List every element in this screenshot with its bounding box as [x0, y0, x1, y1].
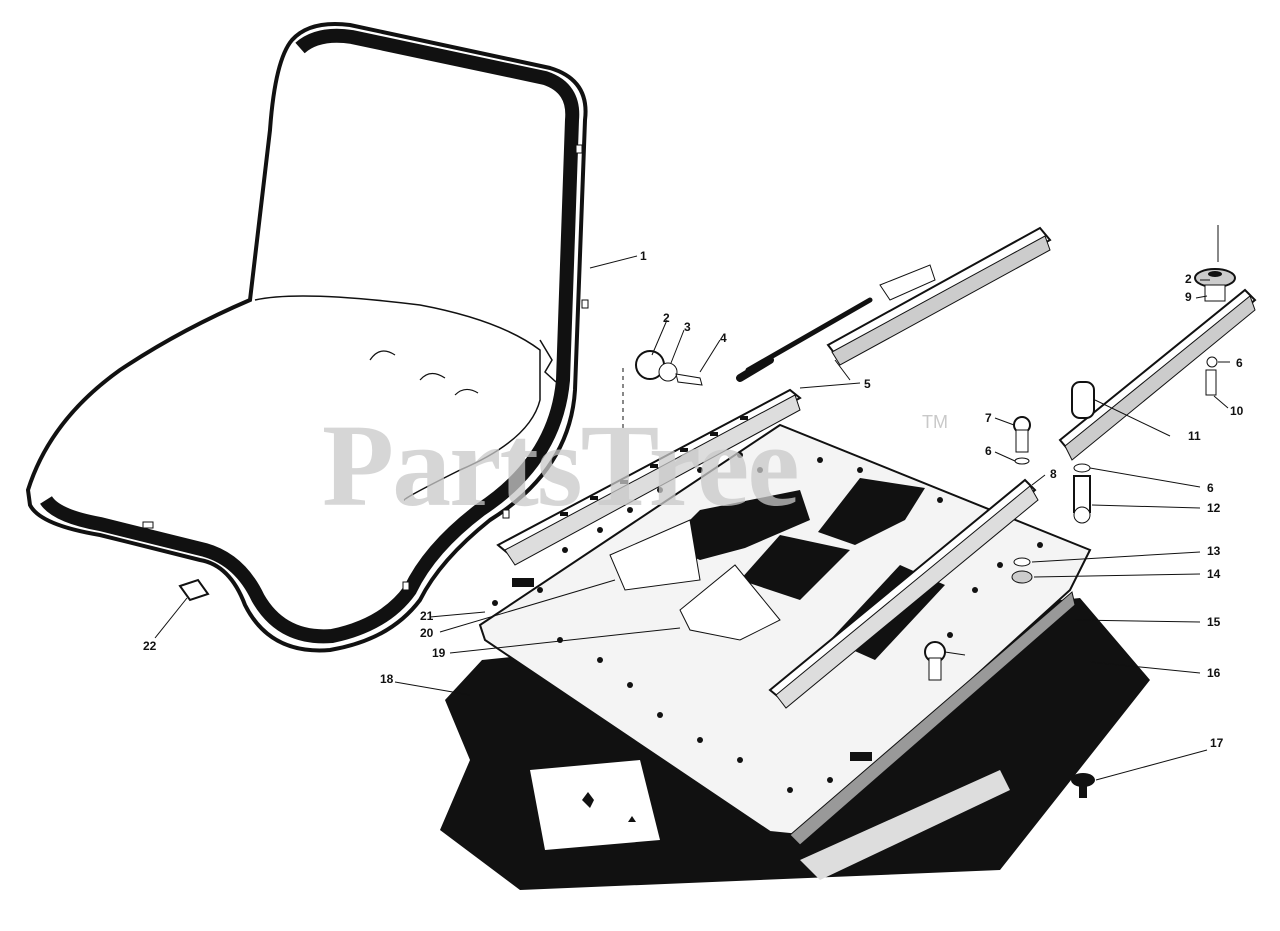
callout-10: 10 [1230, 404, 1244, 418]
callout-7: 7 [985, 411, 992, 425]
plate-slot [512, 578, 534, 587]
knob-17 [1071, 773, 1095, 787]
callout-9: 9 [1185, 290, 1192, 304]
clip-22 [178, 578, 210, 602]
callout-6-top: 6 [1236, 356, 1243, 370]
spacer-11 [1071, 381, 1095, 419]
callout-11: 11 [1188, 429, 1201, 443]
watermark-text: PartsTree [322, 400, 798, 531]
callout-14: 14 [1207, 567, 1221, 581]
leader-lines [154, 255, 1230, 781]
bracket-20 [609, 519, 701, 591]
lock-washer-3 [658, 362, 678, 382]
hardware [178, 225, 1236, 798]
callout-1: 1 [640, 249, 647, 263]
callout-13: 13 [1207, 544, 1221, 558]
plate-cutout [740, 535, 850, 600]
callout-3: 3 [684, 320, 691, 334]
callout-4: 4 [720, 331, 727, 345]
callout-2: 2 [663, 311, 670, 325]
callout-2-right: 2 [1185, 272, 1192, 286]
callouts: 1 2 3 4 5 2 9 6 10 11 7 6 8 6 12 13 14 1… [143, 249, 1244, 750]
bolt-4 [675, 373, 703, 386]
plate-cutout [818, 478, 925, 545]
pad-label-panel [530, 760, 660, 850]
callout-8: 8 [1050, 467, 1057, 481]
callout-22: 22 [143, 639, 157, 653]
pad-emblem [582, 792, 594, 808]
callout-16: 16 [1207, 666, 1221, 680]
callout-20: 20 [420, 626, 434, 640]
watermark-tm: TM [922, 412, 948, 432]
bracket-19 [679, 564, 781, 641]
callout-15: 15 [1207, 615, 1221, 629]
right-seat-rail [768, 478, 1039, 709]
seat [25, 22, 589, 653]
watermark: PartsTree TM [322, 400, 948, 531]
callout-18: 18 [380, 672, 394, 686]
adjuster-rail [736, 226, 1052, 382]
plate-cutout [665, 490, 810, 560]
callout-19: 19 [432, 646, 446, 660]
callout-12: 12 [1207, 501, 1221, 515]
callout-17: 17 [1210, 736, 1224, 750]
bushing-9 [1204, 284, 1226, 302]
callout-5: 5 [864, 377, 871, 391]
callout-21: 21 [420, 609, 434, 623]
callout-6-mid: 6 [985, 444, 992, 458]
plate-holes [492, 452, 1043, 793]
callout-6-lower: 6 [1207, 481, 1214, 495]
mounting-plate [478, 423, 1092, 846]
bolt-10 [1205, 369, 1217, 396]
upper-right-rail [1058, 288, 1257, 461]
left-seat-rail [496, 388, 802, 566]
